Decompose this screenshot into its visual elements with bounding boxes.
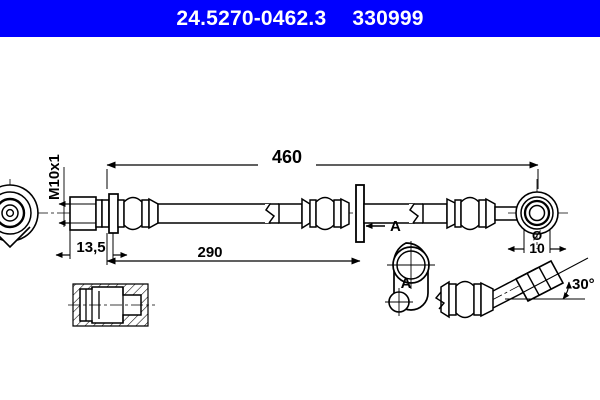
header-inner: 24.5270-0462.3 330999 [176, 7, 423, 31]
angle-30-label: 30° [572, 276, 595, 293]
technical-drawing: M10x1 [0, 37, 600, 400]
right-banjo-eye-view [508, 179, 570, 249]
thread-extent-marks [58, 167, 70, 227]
section-view-label: A [401, 275, 412, 292]
dimension-460-label: 460 [272, 147, 302, 167]
left-end-face-view [0, 179, 62, 249]
thread-spec-label: M10x1 [46, 154, 63, 200]
dimension-13-5: 13,5 [55, 230, 128, 259]
bracket-section-view-A: A [385, 241, 435, 316]
hose-assembly-side-view [62, 184, 545, 243]
reference-number: 330999 [352, 6, 424, 30]
dimension-diameter-10: Ø 10 [507, 228, 567, 256]
diameter-symbol-label: Ø [532, 228, 542, 243]
diameter-value-label: 10 [529, 240, 545, 256]
dimension-290-label: 290 [197, 244, 222, 261]
dimension-13-5-label: 13,5 [76, 239, 105, 256]
dimension-overall-460: 460 [106, 147, 539, 189]
part-number: 24.5270-0462.3 [176, 6, 327, 30]
break-symbol-right [408, 203, 423, 224]
header-bar: 24.5270-0462.3 330999 [0, 0, 600, 37]
threaded-fitting-section-detail [68, 283, 155, 327]
dimension-partial-290: 290 [106, 233, 361, 265]
section-arrow-label: A [390, 218, 401, 235]
section-arrow-A: A [365, 218, 401, 235]
drawing-canvas: M10x1 [0, 147, 595, 327]
angled-fitting-detail-view: 30° [434, 257, 595, 319]
break-symbol-left [264, 203, 279, 224]
